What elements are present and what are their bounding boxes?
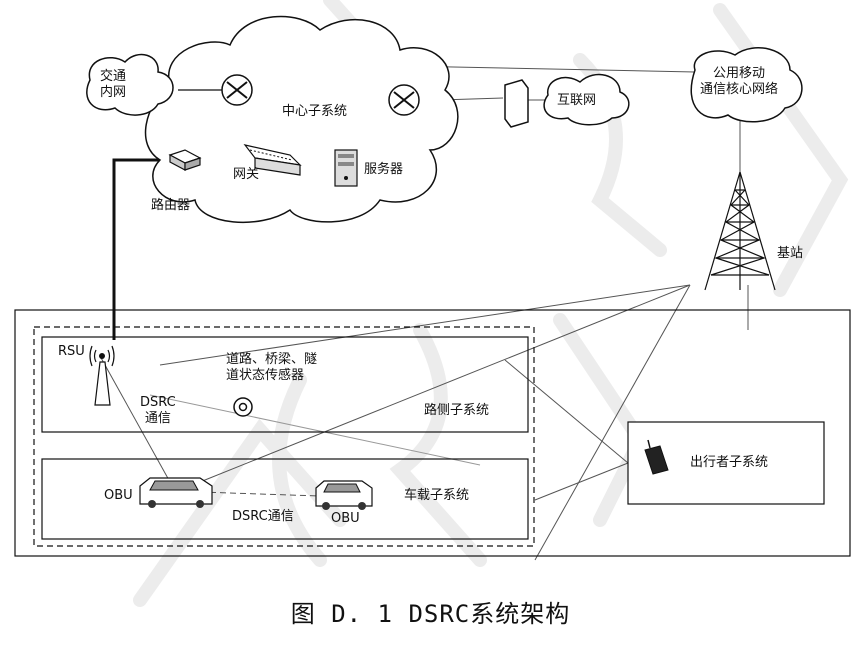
label-mobile-core-text: 公用移动 通信核心网络 bbox=[700, 66, 779, 97]
label-center-subsystem: 中心子系统 bbox=[282, 104, 348, 119]
label-sensors-text: 道路、桥梁、隧 道状态传感器 bbox=[226, 352, 318, 383]
label-vehicle-subsystem: 车载子系统 bbox=[404, 488, 470, 503]
label-base-station: 基站 bbox=[777, 246, 804, 261]
label-traffic-net: 交通 内网 bbox=[100, 69, 126, 101]
car-icon bbox=[315, 480, 373, 510]
mobile-core-cloud bbox=[690, 47, 803, 123]
connection-lines bbox=[99, 65, 749, 561]
label-roadside-subsystem: 路侧子系统 bbox=[424, 403, 490, 418]
label-sensors: 道路、桥梁、隧 道状态传感器 bbox=[226, 352, 317, 384]
label-gateway: 网关 bbox=[233, 167, 260, 182]
router-icon bbox=[178, 74, 253, 106]
router-icon bbox=[388, 84, 420, 116]
vehicle-subsystem-box bbox=[41, 458, 529, 540]
label-dsrc-comm-1-text: DSRC 通信 bbox=[140, 395, 176, 426]
label-dsrc-comm-2: DSRC通信 bbox=[232, 509, 294, 524]
label-server: 服务器 bbox=[364, 162, 404, 177]
label-obu-1: OBU bbox=[104, 488, 133, 503]
rsu-antenna-icon bbox=[89, 345, 115, 406]
base-station-tower-icon bbox=[704, 171, 776, 291]
traffic-net-cloud bbox=[86, 53, 174, 116]
figure-caption: 图 D. 1 DSRC系统架构 bbox=[290, 600, 571, 628]
label-traffic-net-text: 交通 内网 bbox=[100, 69, 127, 100]
label-traveler-subsystem: 出行者子系统 bbox=[690, 455, 769, 470]
roadside-vehicle-group bbox=[33, 326, 535, 547]
roadside-subsystem-box bbox=[41, 336, 529, 433]
label-rsu: RSU bbox=[58, 344, 85, 359]
car-icon bbox=[139, 477, 213, 508]
internet-cloud bbox=[543, 73, 630, 126]
label-dsrc-comm-1: DSRC 通信 bbox=[140, 395, 176, 427]
label-mobile-core: 公用移动 通信核心网络 bbox=[700, 66, 778, 98]
outer-frame bbox=[14, 309, 851, 557]
server-icon bbox=[334, 149, 358, 187]
router-rsu-cable bbox=[112, 158, 174, 340]
label-obu-2: OBU bbox=[331, 511, 360, 526]
label-router: 路由器 bbox=[151, 198, 191, 213]
router-device-icon bbox=[168, 149, 202, 171]
label-internet: 互联网 bbox=[557, 93, 597, 108]
mobile-phone-icon bbox=[644, 439, 669, 475]
center-cloud bbox=[144, 15, 459, 224]
switch-icon bbox=[243, 144, 302, 176]
firewall-icon bbox=[504, 79, 529, 128]
sensor-icon bbox=[233, 397, 253, 417]
